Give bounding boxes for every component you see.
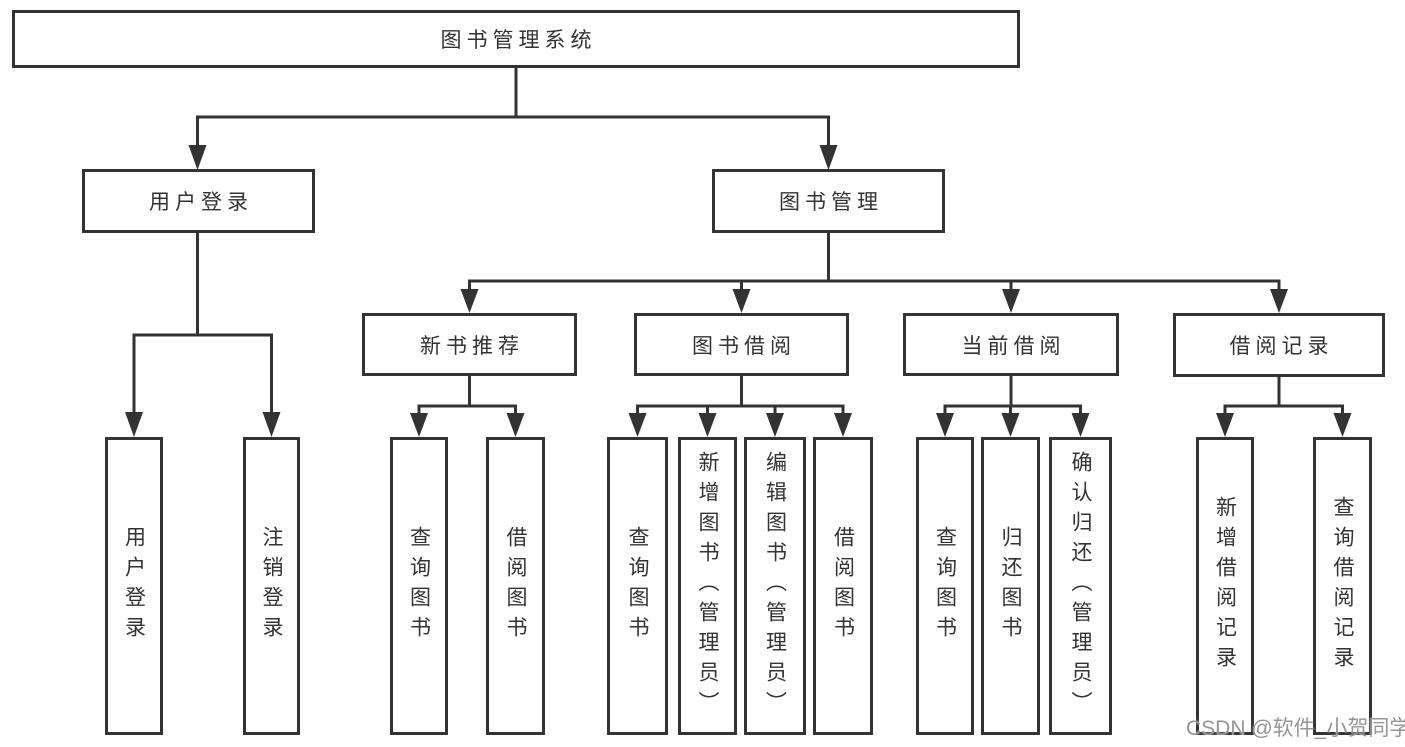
node-current-borrowing: 当前借阅 (903, 313, 1119, 376)
node-label: 确认归还（管理员） (1069, 451, 1092, 721)
arrow-down-icon (1001, 413, 1020, 437)
node-book-borrowing: 图书借阅 (634, 313, 849, 376)
node-leaf-return-books: 归还图书 (981, 437, 1040, 735)
node-leaf-user-login: 用户登录 (105, 437, 163, 735)
arrow-down-icon (834, 413, 852, 437)
arrow-down-icon (410, 413, 428, 437)
node-label: 借阅图书 (504, 526, 527, 646)
node-label: 注销登录 (260, 526, 283, 646)
node-leaf-edit-books-admin: 编辑图书（管理员） (744, 437, 806, 735)
node-leaf-add-borrow-record: 新增借阅记录 (1196, 437, 1254, 735)
connector-book-borrow-to-children (628, 376, 852, 437)
node-user-login-branch: 用户登录 (82, 169, 315, 233)
node-label: 新增借阅记录 (1213, 496, 1237, 676)
connector-current-borrow-to-children (936, 376, 1090, 437)
node-leaf-query-borrow-record: 查询借阅记录 (1313, 437, 1372, 735)
node-borrowing-records: 借阅记录 (1173, 313, 1385, 377)
arrow-down-icon (506, 413, 525, 437)
node-leaf-logout: 注销登录 (243, 437, 300, 735)
node-label: 新增图书（管理员） (696, 451, 719, 721)
node-label: 查询图书 (407, 526, 431, 646)
node-new-book-recommend: 新书推荐 (362, 313, 577, 376)
node-label: 借阅图书 (831, 526, 855, 646)
arrow-down-icon (1270, 289, 1288, 313)
node-leaf-query-books-1: 查询图书 (390, 437, 448, 735)
node-leaf-confirm-return-admin: 确认归还（管理员） (1049, 437, 1112, 735)
arrow-down-icon (936, 413, 954, 437)
arrow-down-icon (1071, 413, 1090, 437)
node-label: 编辑图书（管理员） (763, 451, 787, 721)
connector-user-login-to-children (125, 233, 281, 437)
arrow-down-icon (819, 145, 838, 170)
node-book-management-system: 图书管理系统 (12, 10, 1020, 68)
node-label: 用户登录 (122, 526, 146, 646)
arrow-down-icon (188, 145, 207, 170)
arrow-down-icon (628, 413, 647, 437)
node-label: 查询图书 (933, 526, 957, 646)
connector-new-book-rec-to-children (410, 376, 525, 437)
arrow-down-icon (732, 289, 751, 313)
node-leaf-borrow-books-1: 借阅图书 (486, 437, 545, 735)
connector-borrow-records-to-children (1216, 377, 1352, 437)
arrow-down-icon (1333, 413, 1352, 437)
arrow-down-icon (766, 413, 784, 437)
arrow-down-icon (698, 413, 717, 437)
node-leaf-query-books-2: 查询图书 (607, 437, 668, 735)
connector-root-to-children (188, 68, 838, 170)
node-leaf-add-books-admin: 新增图书（管理员） (678, 437, 737, 735)
node-leaf-query-books-3: 查询图书 (916, 437, 974, 735)
node-label: 归还图书 (999, 526, 1022, 646)
arrow-down-icon (125, 412, 143, 437)
csdn-watermark: CSDN @软件_小贺同学 (1186, 717, 1405, 740)
node-book-management-branch: 图书管理 (712, 169, 945, 233)
arrow-down-icon (460, 289, 479, 313)
node-label: 查询借阅记录 (1331, 496, 1354, 676)
arrow-down-icon (1216, 413, 1234, 437)
arrow-down-icon (262, 412, 281, 437)
node-leaf-borrow-books-2: 借阅图书 (813, 437, 873, 735)
node-label: 查询图书 (626, 526, 649, 646)
connector-book-mgmt-to-children (460, 233, 1288, 313)
arrow-down-icon (1002, 289, 1020, 313)
